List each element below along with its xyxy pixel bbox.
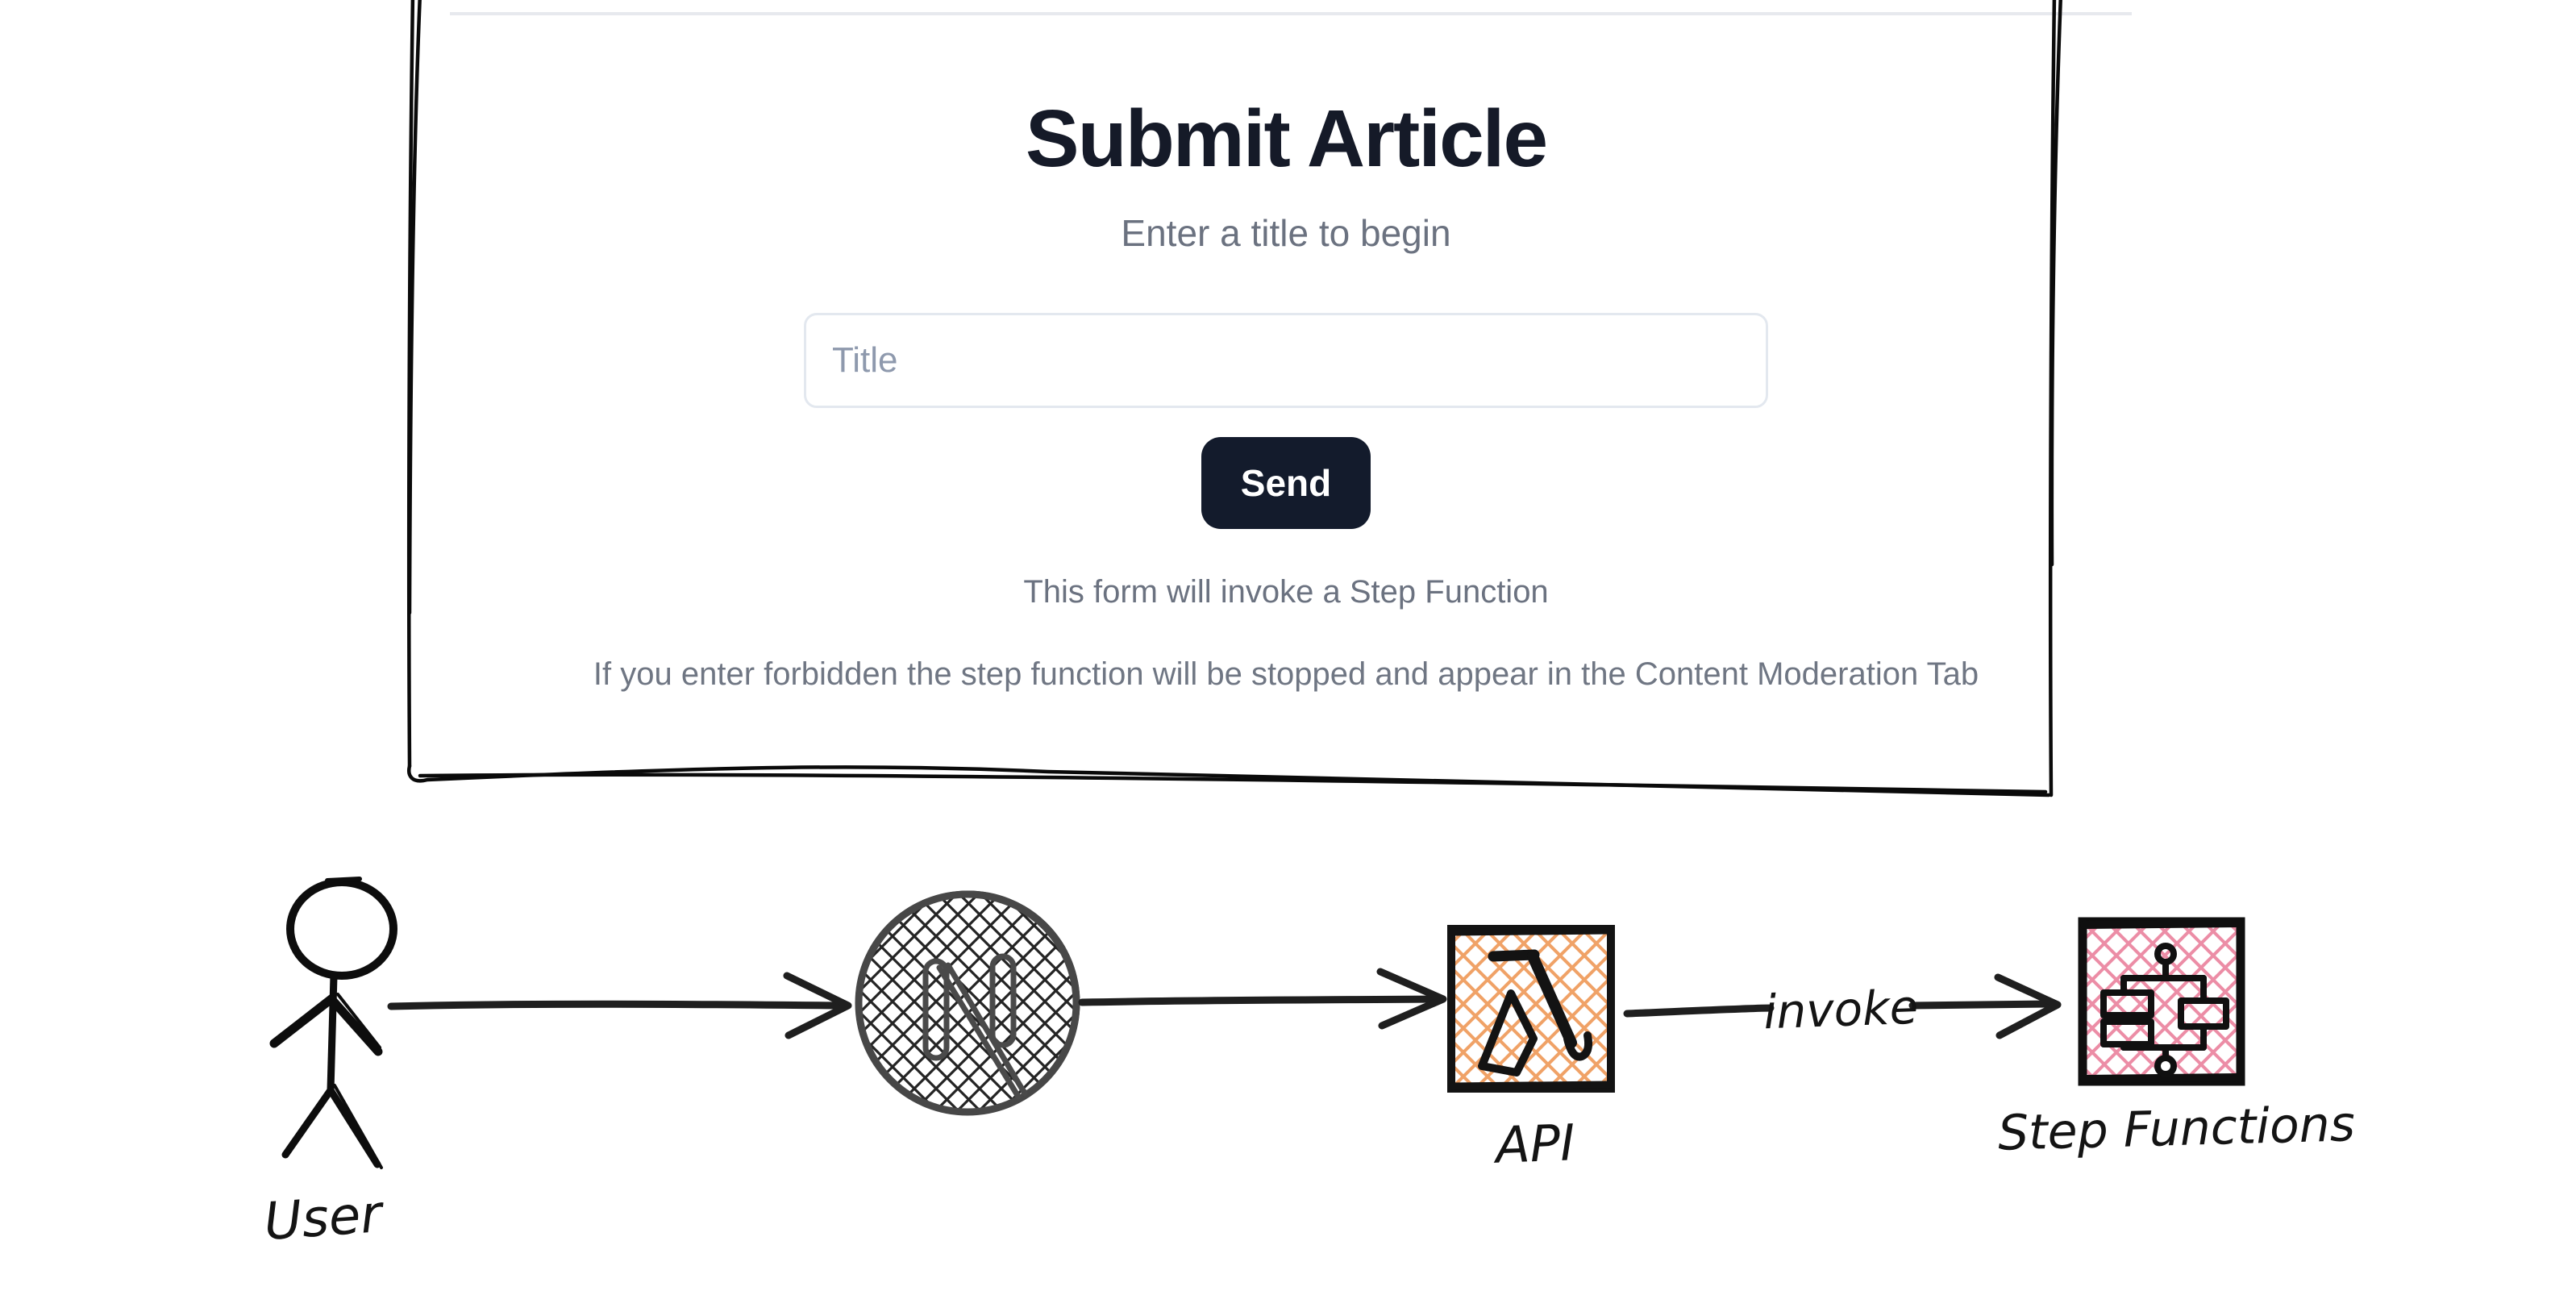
page-title: Submit Article <box>1025 94 1548 184</box>
form-note-forbidden: If you enter forbidden the step function… <box>593 656 1979 692</box>
submit-article-form: Submit Article Enter a title to begin Se… <box>411 0 2161 806</box>
user-node-label: User <box>262 1185 386 1252</box>
api-node-label: API <box>1492 1113 1576 1175</box>
form-subtitle: Enter a title to begin <box>1121 212 1451 254</box>
invoke-edge-label: invoke <box>1762 980 1919 1040</box>
title-input[interactable] <box>804 313 1768 408</box>
step-functions-node-label: Step Functions <box>1997 1096 2356 1162</box>
top-divider-line <box>450 12 2132 15</box>
arrow-nextjs-to-lambda <box>1078 968 1447 1030</box>
send-button[interactable]: Send <box>1201 437 1371 529</box>
arrow-user-to-nextjs <box>387 972 852 1039</box>
stick-figure-icon <box>269 877 397 1169</box>
aws-lambda-icon <box>1447 925 1615 1093</box>
nextjs-logo-icon <box>855 890 1080 1116</box>
aws-step-functions-icon <box>2078 917 2245 1086</box>
arrow-lambda-to-step-functions <box>1623 973 2062 1039</box>
form-note-step-function: This form will invoke a Step Function <box>1023 574 1549 610</box>
